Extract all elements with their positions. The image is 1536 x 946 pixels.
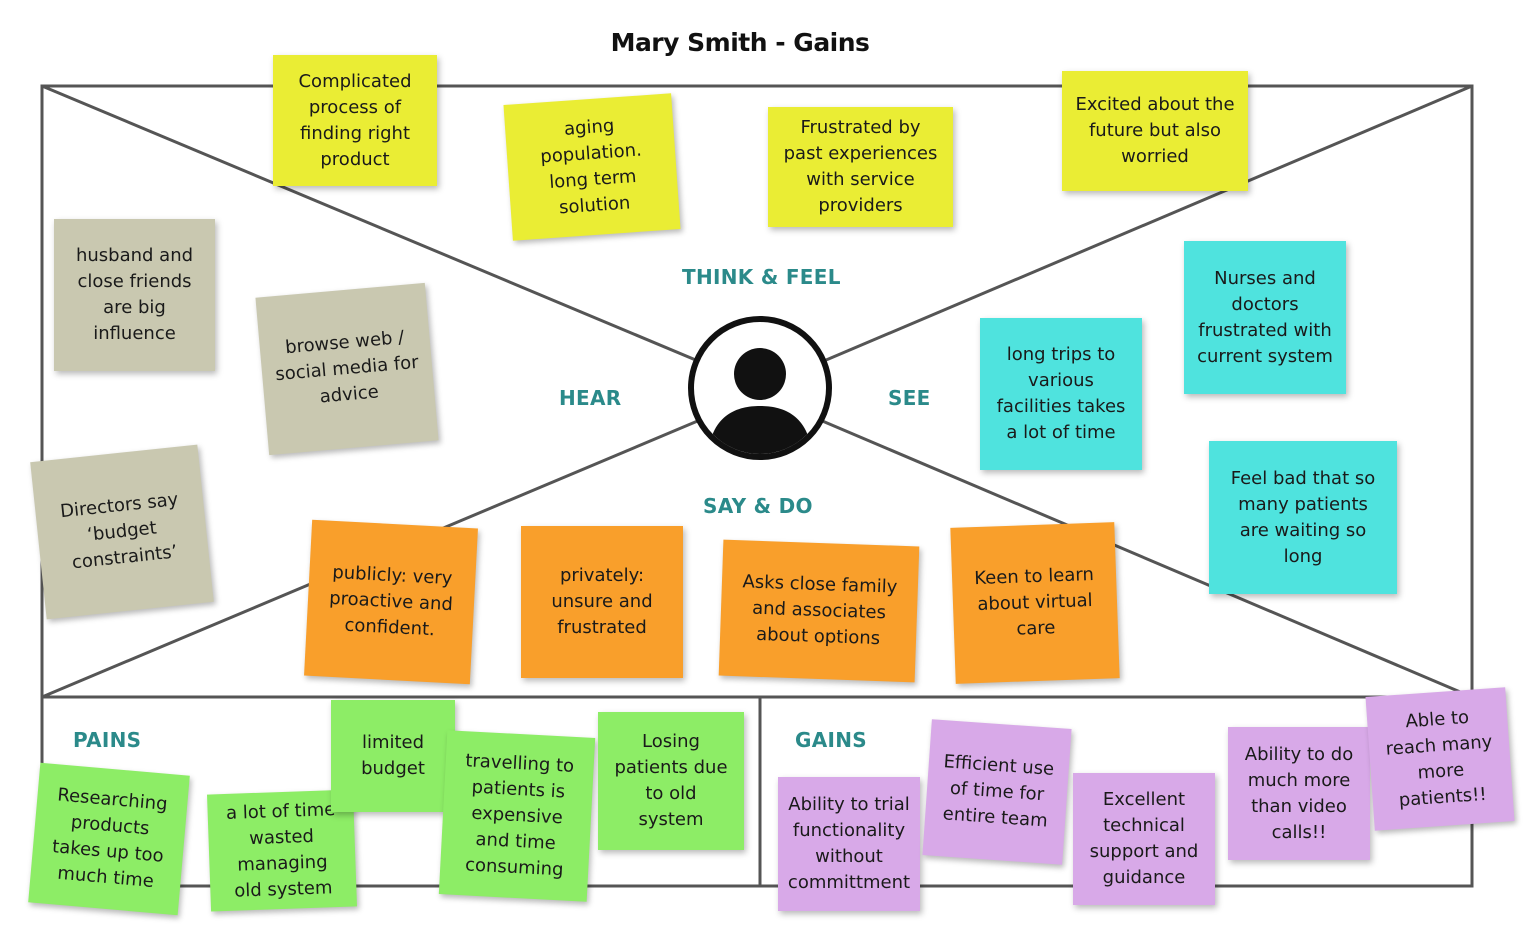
diagonal-top-left — [41, 84, 711, 368]
quadrant-label-say-do: SAY & DO — [703, 494, 813, 518]
quadrant-label-hear: HEAR — [559, 386, 622, 410]
quadrant-label-gains: GAINS — [795, 728, 867, 752]
sticky-note-say-do[interactable]: Keen to learn about virtual care — [950, 522, 1120, 684]
sticky-note-see[interactable]: Feel bad that so many patients are waiti… — [1209, 441, 1397, 594]
sticky-note-think-feel[interactable]: aging population. long term solution — [503, 93, 681, 241]
sticky-note-gains[interactable]: Excellent technical support and guidance — [1073, 773, 1215, 905]
sticky-note-say-do[interactable]: privately: unsure and frustrated — [521, 526, 683, 678]
sticky-note-pains[interactable]: Researching products takes up too much t… — [28, 762, 190, 916]
sticky-note-see[interactable]: long trips to various facilities takes a… — [980, 318, 1142, 470]
user-avatar-icon — [688, 316, 832, 460]
quadrant-label-think-feel: THINK & FEEL — [682, 265, 841, 289]
sticky-note-see[interactable]: Nurses and doctors frustrated with curre… — [1184, 241, 1346, 394]
sticky-note-think-feel[interactable]: Complicated process of finding right pro… — [273, 55, 437, 186]
sticky-note-gains[interactable]: Ability to do much more than video calls… — [1228, 727, 1370, 860]
diagonal-top-right — [811, 84, 1473, 368]
sticky-note-gains[interactable]: Efficient use of time for entire team — [922, 719, 1072, 865]
sticky-note-hear[interactable]: husband and close friends are big influe… — [54, 219, 215, 371]
quadrant-label-see: SEE — [888, 386, 931, 410]
sticky-note-think-feel[interactable]: Frustrated by past experiences with serv… — [768, 107, 953, 227]
sticky-note-pains[interactable]: travelling to patients is expensive and … — [438, 730, 596, 902]
diagonal-bottom-right — [819, 418, 1473, 699]
sticky-note-say-do[interactable]: publicly: very proactive and confident. — [304, 519, 478, 685]
sticky-note-pains[interactable]: limited budget — [331, 700, 455, 812]
page-title: Mary Smith - Gains — [610, 28, 870, 57]
sticky-note-think-feel[interactable]: Excited about the future but also worrie… — [1062, 71, 1248, 191]
sticky-note-hear[interactable]: Directors say ‘budget constraints’ — [30, 444, 214, 620]
sticky-note-pains[interactable]: Losing patients due to old system — [598, 712, 744, 850]
quadrant-label-pains: PAINS — [73, 728, 142, 752]
sticky-note-hear[interactable]: browse web / social media for advice — [255, 282, 439, 456]
sticky-note-gains[interactable]: Able to reach many more patients!! — [1365, 687, 1515, 831]
sticky-note-gains[interactable]: Ability to trial functionality without c… — [778, 777, 920, 911]
sticky-note-say-do[interactable]: Asks close family and associates about o… — [718, 539, 920, 683]
